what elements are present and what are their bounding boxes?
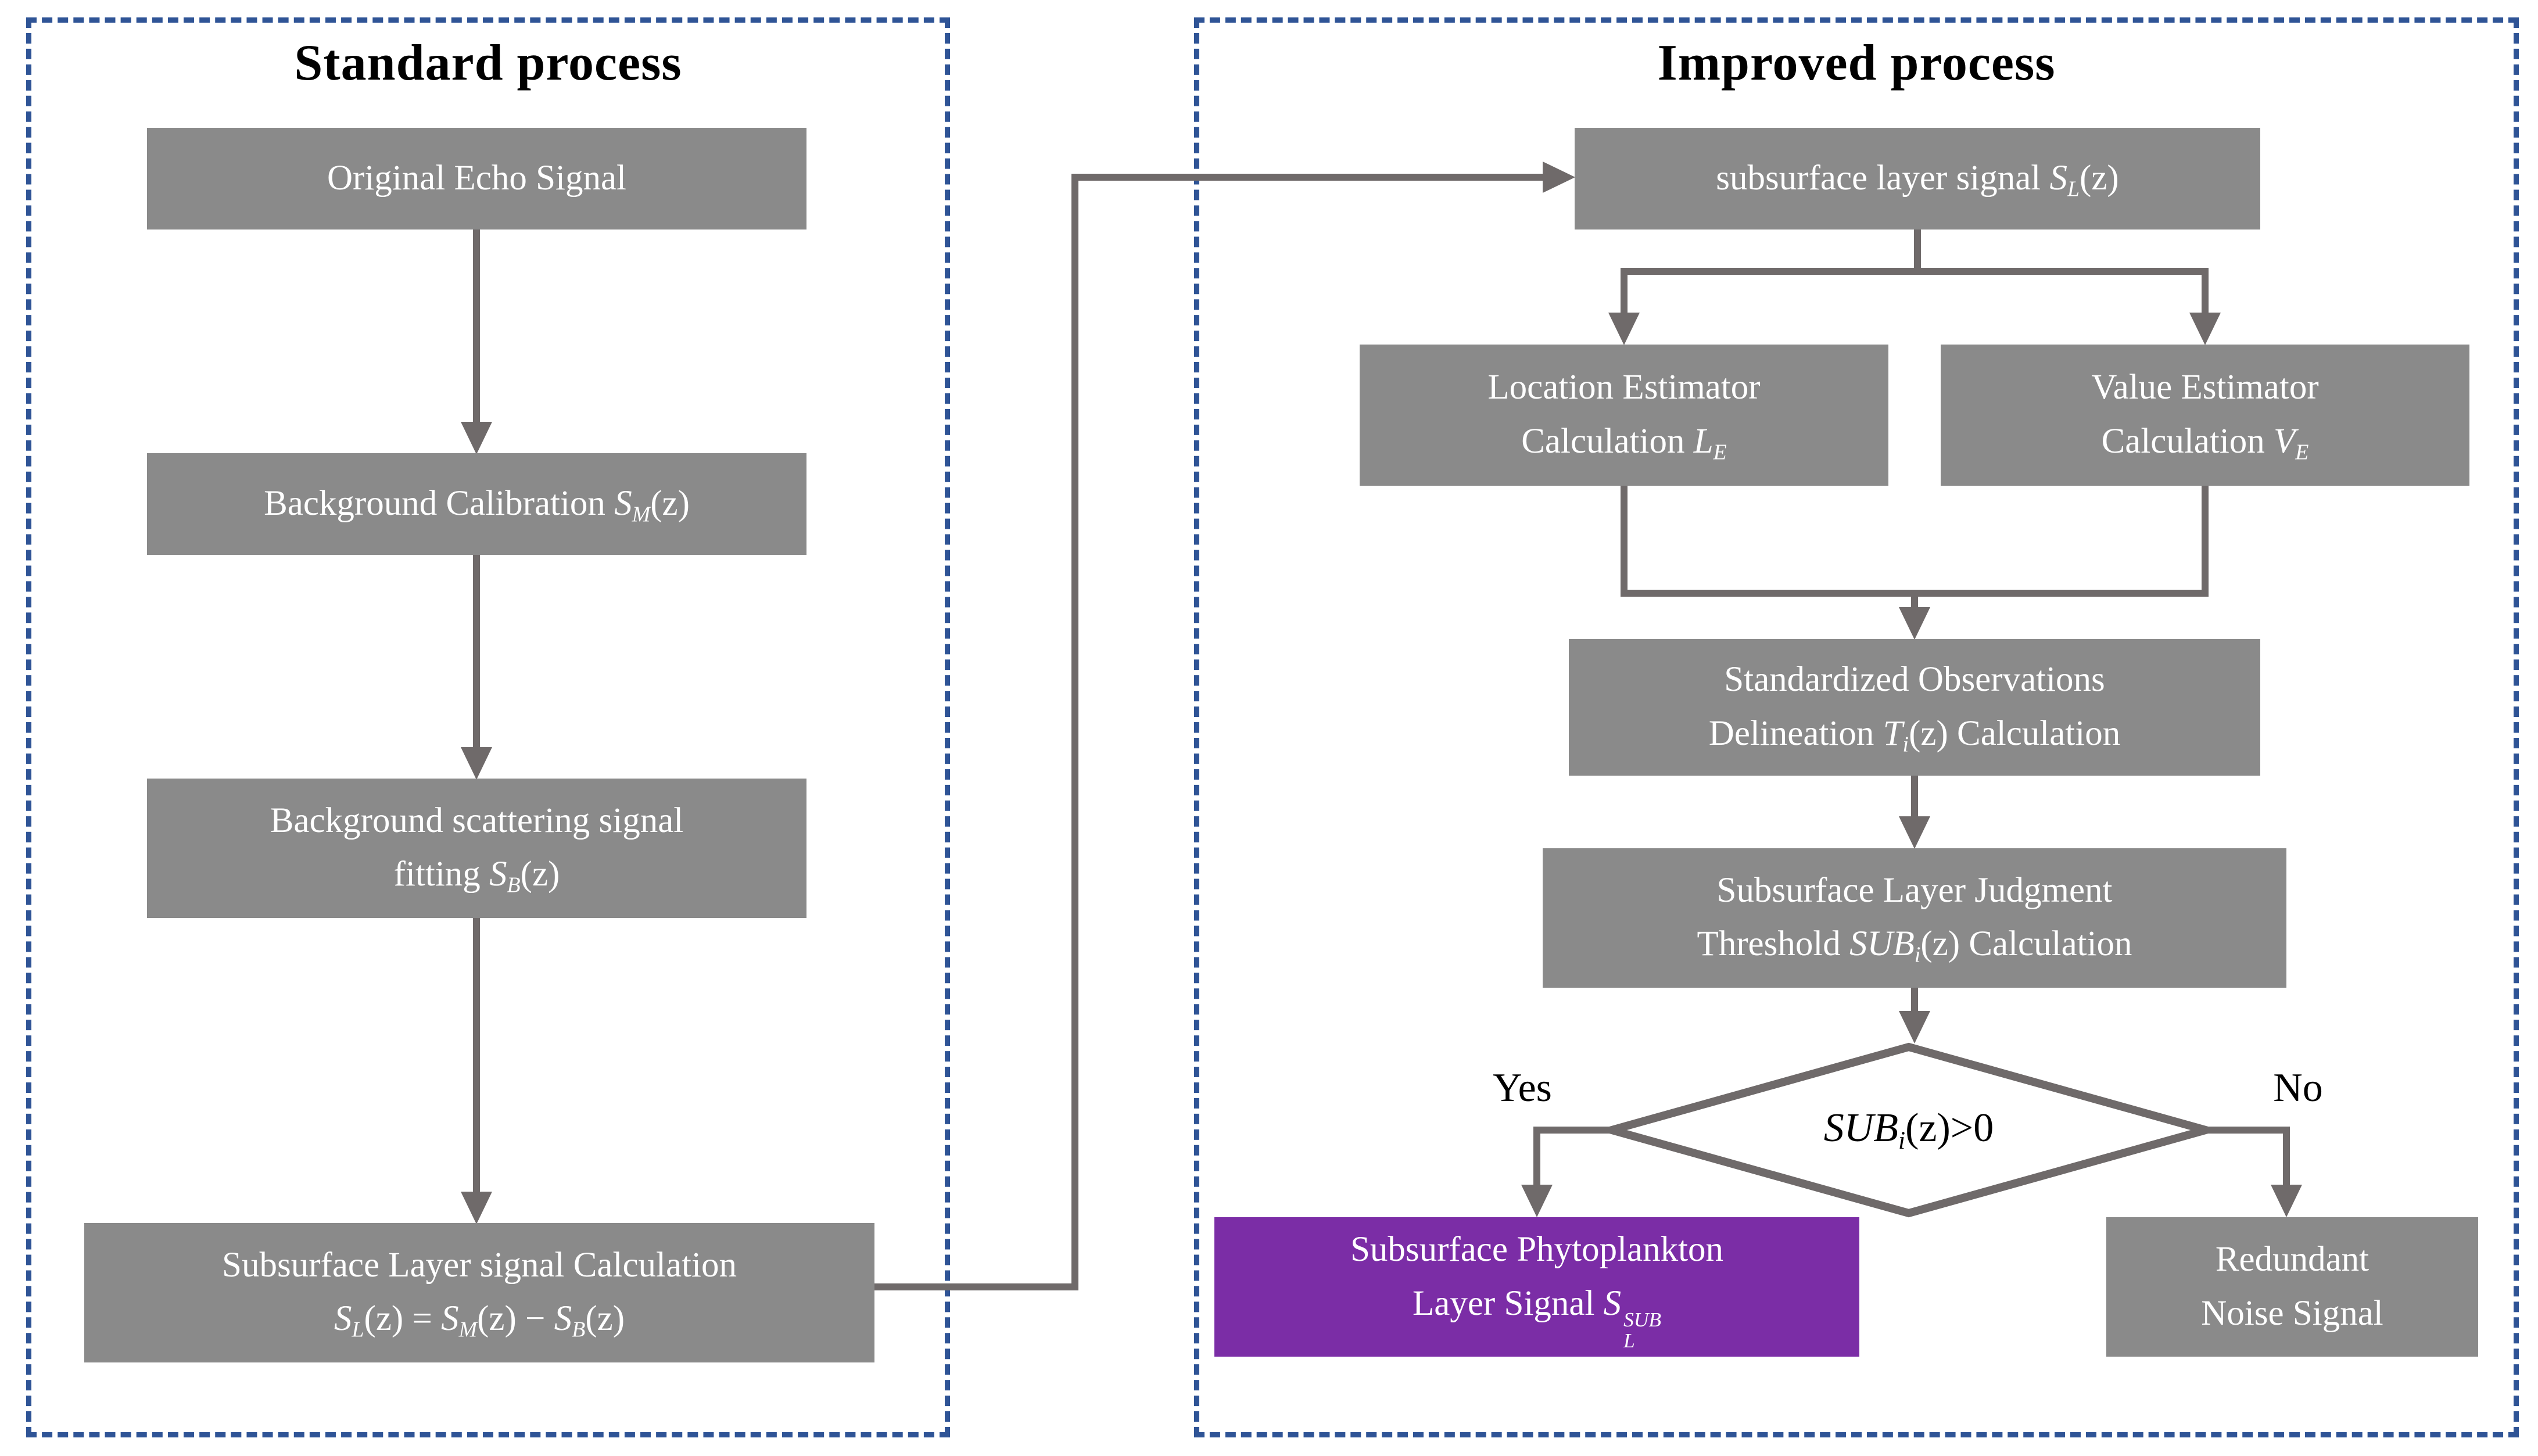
arrowhead-into-phytoplankton [1521, 1185, 1553, 1217]
yes-branch-drop-line [1533, 1127, 1540, 1186]
no-branch-horizontal-line [2202, 1127, 2286, 1134]
node-original-echo-signal: Original Echo Signal [147, 128, 806, 229]
arrowhead-calibration-to-fitting [461, 747, 492, 780]
yes-label: Yes [1493, 1066, 1552, 1110]
arrow-line-echo-to-calibration [473, 229, 480, 424]
merge-horizontal-line [1621, 590, 2209, 597]
merge-right-line [2202, 486, 2209, 597]
split-left-drop-line [1621, 275, 1628, 314]
split-horizontal-line [1621, 268, 2209, 275]
arrowhead-echo-to-calibration [461, 422, 492, 454]
standard-process-title: Standard process [294, 35, 682, 91]
connector-vertical-line [1071, 174, 1078, 1290]
split-right-drop-line [2202, 275, 2209, 314]
arrow-line-calibration-to-fitting [473, 555, 480, 749]
node-subsurface-layer-signal: subsurface layer signal SL(z) [1575, 128, 2260, 229]
yes-branch-horizontal-line [1537, 1127, 1615, 1134]
no-label: No [2273, 1066, 2323, 1110]
arrow-line-fitting-to-calc [473, 918, 480, 1194]
improved-process-title: Improved process [1657, 35, 2056, 91]
arrowhead-into-standardized-obs [1899, 607, 1930, 640]
arrowhead-into-location-estimator [1608, 313, 1640, 345]
arrowhead-fitting-to-calc [461, 1192, 492, 1224]
merge-left-line [1621, 486, 1628, 597]
arrowhead-into-value-estimator [2189, 313, 2221, 345]
decision-condition-text: SUBi(z)>0 [1823, 1105, 1994, 1154]
connector-calc-exit-line [874, 1283, 1078, 1290]
arrow-line-obs-to-judgment [1911, 776, 1918, 817]
arrowhead-into-redundant-noise [2271, 1185, 2302, 1217]
no-branch-drop-line [2283, 1127, 2290, 1186]
connector-top-line [1071, 174, 1543, 181]
arrow-line-judgment-to-decision [1911, 988, 1918, 1012]
decision-diamond [1607, 1042, 2211, 1218]
arrowhead-into-subsurface-signal [1543, 162, 1575, 193]
arrowhead-judgment-to-decision [1899, 1011, 1930, 1043]
merge-drop-line [1911, 597, 1918, 608]
split-stem-line [1914, 229, 1921, 275]
improved-process-panel [1194, 17, 2519, 1437]
node-background-calibration: Background Calibration SM(z) [147, 453, 806, 555]
arrowhead-obs-to-judgment [1899, 816, 1930, 849]
standard-process-panel [26, 17, 950, 1437]
